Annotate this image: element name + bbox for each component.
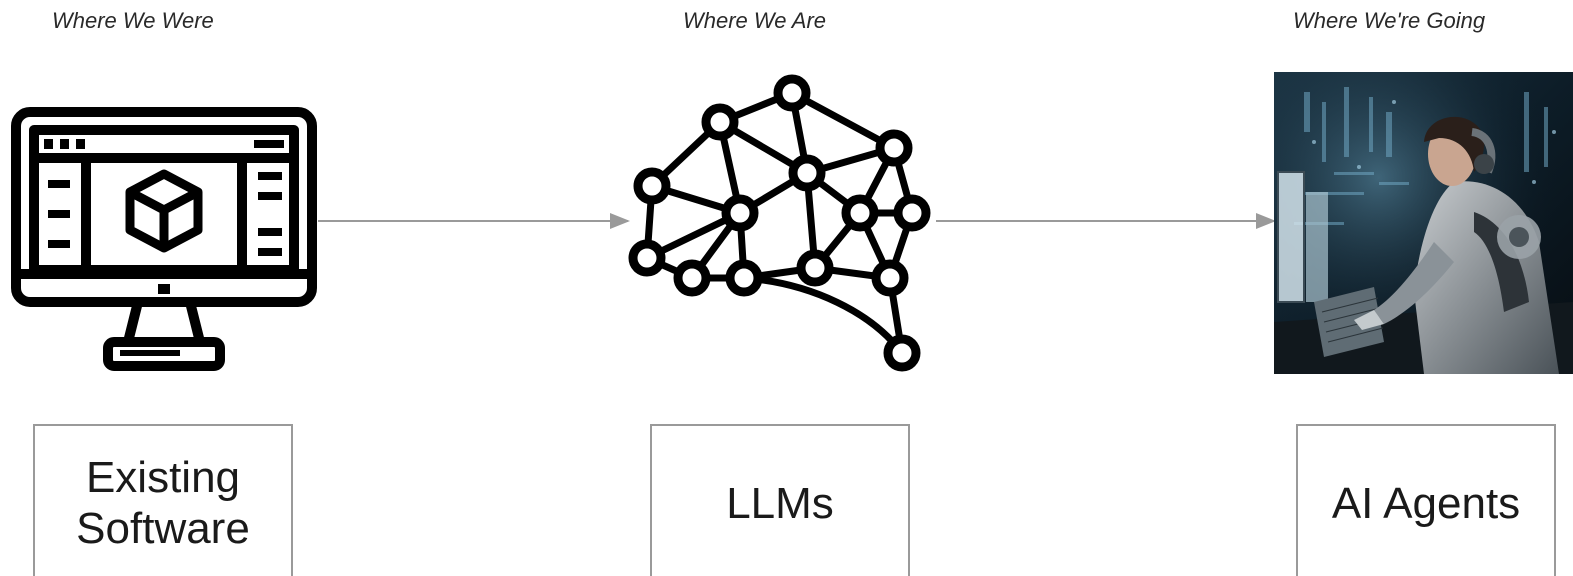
caption-where-we-were: Where We Were <box>52 8 214 34</box>
existing-software-box: Existing Software <box>33 424 293 576</box>
caption-where-we-are: Where We Are <box>683 8 826 34</box>
llms-box: LLMs <box>650 424 910 576</box>
existing-software-label: Existing Software <box>76 453 250 554</box>
neural-brain-icon <box>622 68 934 378</box>
computer-monitor-icon <box>8 104 320 376</box>
ai-agents-label: AI Agents <box>1332 479 1520 530</box>
robot-at-computer-image <box>1274 72 1573 374</box>
llms-label: LLMs <box>726 479 834 530</box>
ai-agents-box: AI Agents <box>1296 424 1556 576</box>
caption-where-were-going: Where We're Going <box>1293 8 1485 34</box>
